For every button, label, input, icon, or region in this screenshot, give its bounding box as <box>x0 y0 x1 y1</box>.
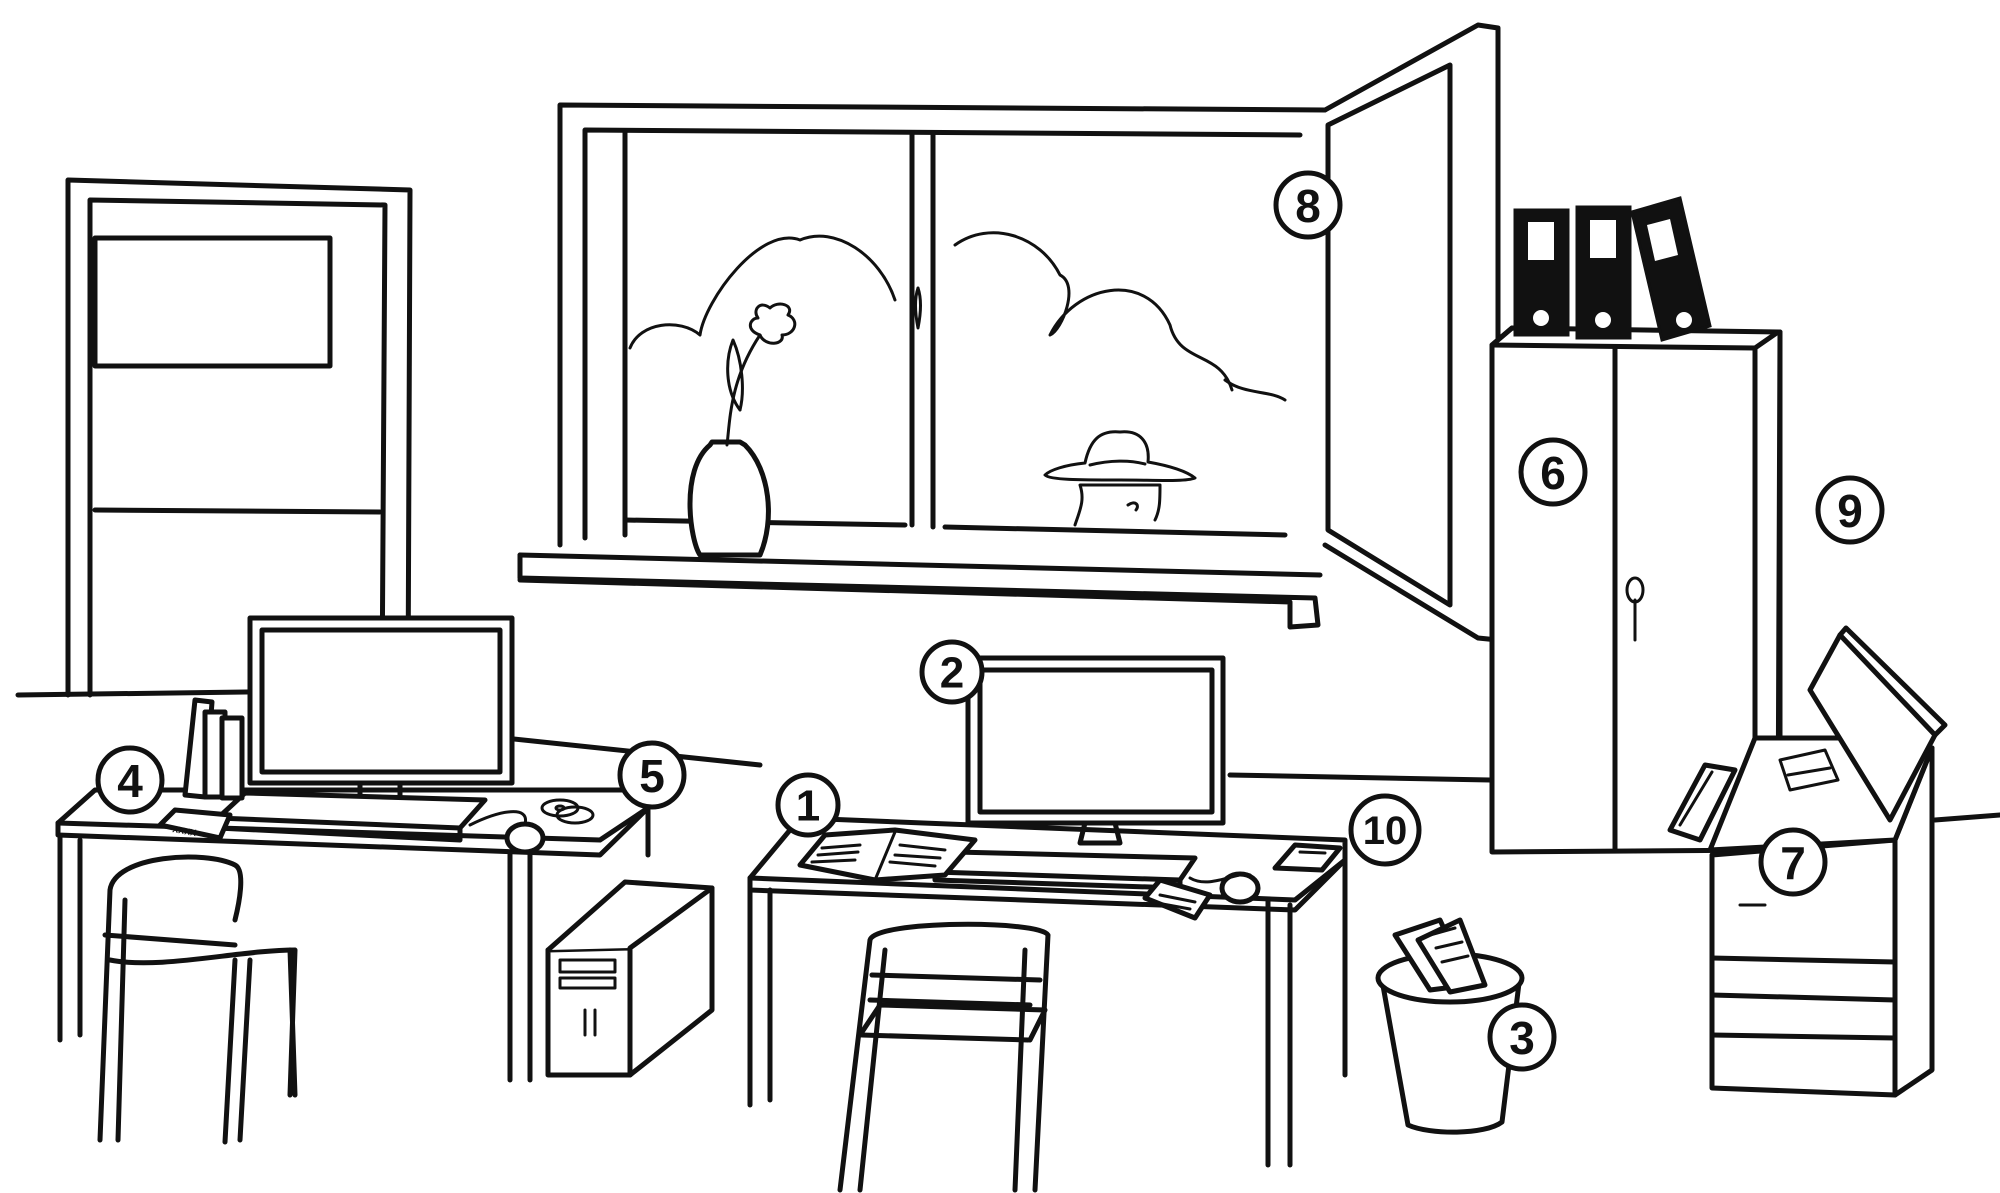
label-7-text: 7 <box>1780 837 1806 889</box>
label-8-text: 8 <box>1295 180 1321 232</box>
right-desk <box>747 655 1348 1193</box>
label-1-badge: 1 <box>775 772 841 838</box>
label-3-text: 3 <box>1509 1012 1535 1064</box>
printer <box>1667 625 1948 1098</box>
label-8-badge: 8 <box>1273 170 1343 240</box>
door <box>65 177 413 701</box>
label-1-text: 1 <box>796 782 820 831</box>
label-3-badge: 3 <box>1487 1002 1557 1072</box>
label-10-text: 10 <box>1363 809 1408 853</box>
label-7-badge: 7 <box>1758 827 1828 897</box>
label-4-badge: 4 <box>95 745 165 815</box>
label-2-badge: 2 <box>919 639 985 705</box>
label-5-badge: 5 <box>617 740 687 810</box>
waste-bin <box>1375 917 1525 1135</box>
window <box>517 22 1501 643</box>
label-9-badge: 9 <box>1815 475 1885 545</box>
label-5-text: 5 <box>639 750 665 802</box>
label-4-text: 4 <box>117 755 143 807</box>
label-6-badge: 6 <box>1518 437 1588 507</box>
left-desk: xxxx <box>55 615 715 1145</box>
cabinet <box>1489 196 1783 855</box>
label-2-text: 2 <box>940 649 964 698</box>
label-9-text: 9 <box>1837 485 1863 537</box>
label-10-badge: 10 <box>1348 793 1422 867</box>
note-paper-text: xxxx <box>171 821 197 839</box>
label-6-text: 6 <box>1540 447 1566 499</box>
